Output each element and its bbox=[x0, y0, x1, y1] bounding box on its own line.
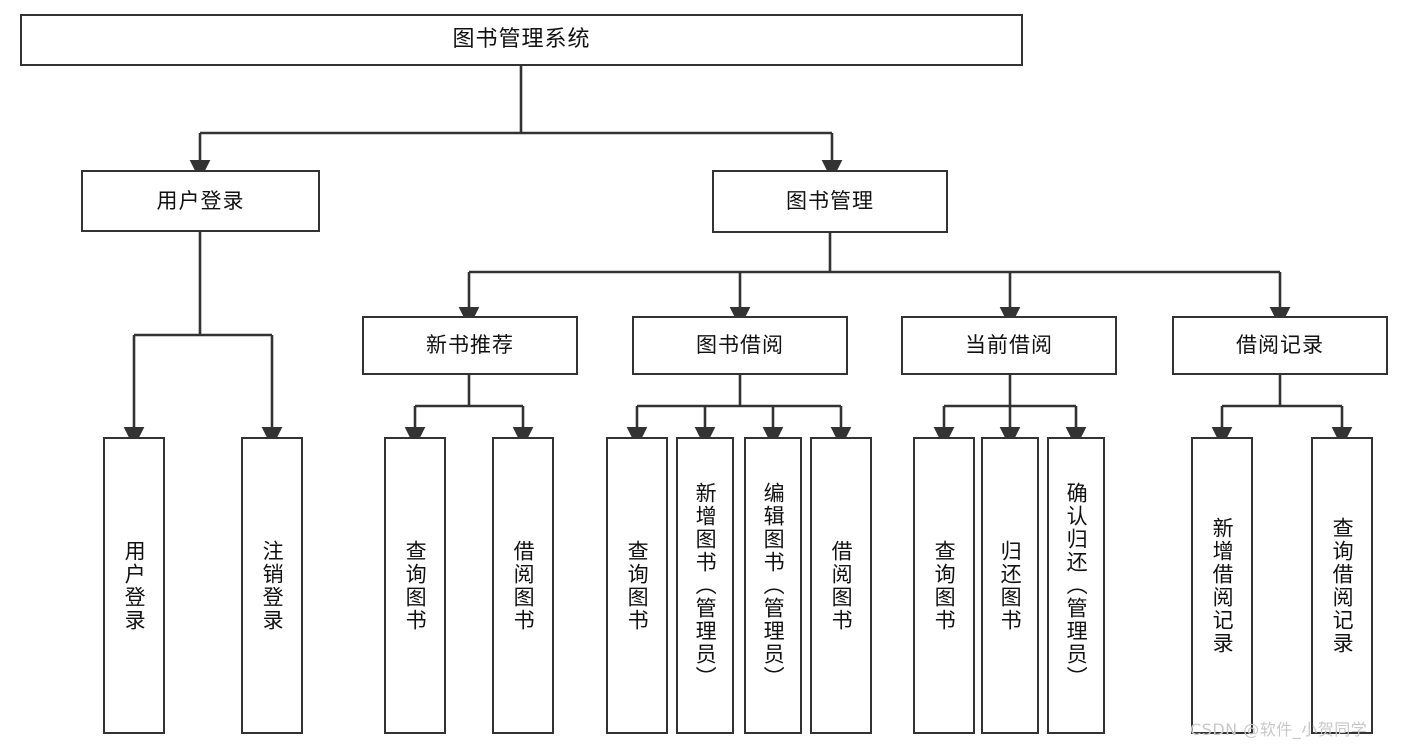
node-label: 查询图书 bbox=[625, 539, 650, 632]
node-label: 图书借阅 bbox=[696, 333, 784, 357]
leaf-borrow-borrow-book[interactable]: 借阅图书 bbox=[810, 437, 872, 734]
node-book-borrow[interactable]: 图书借阅 bbox=[632, 316, 848, 375]
leaf-borrow-query[interactable]: 查询图书 bbox=[606, 437, 668, 734]
node-label: 查询图书 bbox=[403, 539, 428, 632]
leaf-current-return[interactable]: 归还图书 bbox=[981, 437, 1039, 734]
leaf-user-logout[interactable]: 注销登录 bbox=[241, 437, 303, 734]
node-new-book-recommend[interactable]: 新书推荐 bbox=[362, 316, 578, 375]
node-label: 用户登录 bbox=[122, 539, 147, 632]
leaf-current-confirm-return[interactable]: 确认归还（管理员） bbox=[1047, 437, 1105, 734]
leaf-borrow-add-book[interactable]: 新增图书（管理员） bbox=[676, 437, 734, 734]
node-label: 借阅图书 bbox=[511, 539, 536, 632]
node-label: 当前借阅 bbox=[965, 333, 1053, 357]
node-label: 新书推荐 bbox=[426, 333, 514, 357]
node-label: 新增借阅记录 bbox=[1210, 516, 1235, 655]
node-borrow-record[interactable]: 借阅记录 bbox=[1172, 316, 1388, 375]
node-label: 用户登录 bbox=[156, 188, 245, 213]
node-label: 图书管理 bbox=[786, 189, 874, 213]
csdn-watermark: CSDN @软件_小贺同学 bbox=[1190, 720, 1368, 739]
node-book-management[interactable]: 图书管理 bbox=[712, 170, 948, 233]
node-user-login[interactable]: 用户登录 bbox=[81, 170, 320, 232]
leaf-user-login[interactable]: 用户登录 bbox=[103, 437, 165, 734]
node-label: 注销登录 bbox=[260, 539, 285, 632]
leaf-record-query[interactable]: 查询借阅记录 bbox=[1311, 437, 1373, 734]
node-label: 新增图书（管理员） bbox=[693, 482, 718, 689]
node-label: 借阅图书 bbox=[829, 539, 854, 632]
node-label: 确认归还（管理员） bbox=[1064, 482, 1089, 689]
leaf-newbook-borrow[interactable]: 借阅图书 bbox=[492, 437, 554, 734]
node-label: 查询图书 bbox=[932, 539, 957, 632]
leaf-borrow-edit-book[interactable]: 编辑图书（管理员） bbox=[744, 437, 802, 734]
node-current-borrow[interactable]: 当前借阅 bbox=[901, 316, 1117, 375]
node-label: 图书管理系统 bbox=[452, 27, 591, 52]
node-root-system[interactable]: 图书管理系统 bbox=[20, 14, 1023, 66]
node-label: 借阅记录 bbox=[1236, 333, 1324, 357]
node-label: 查询借阅记录 bbox=[1330, 516, 1355, 655]
leaf-record-add[interactable]: 新增借阅记录 bbox=[1191, 437, 1253, 734]
node-label: 归还图书 bbox=[998, 539, 1023, 632]
leaf-current-query[interactable]: 查询图书 bbox=[913, 437, 975, 734]
node-label: 编辑图书（管理员） bbox=[761, 482, 786, 689]
leaf-newbook-query[interactable]: 查询图书 bbox=[384, 437, 446, 734]
